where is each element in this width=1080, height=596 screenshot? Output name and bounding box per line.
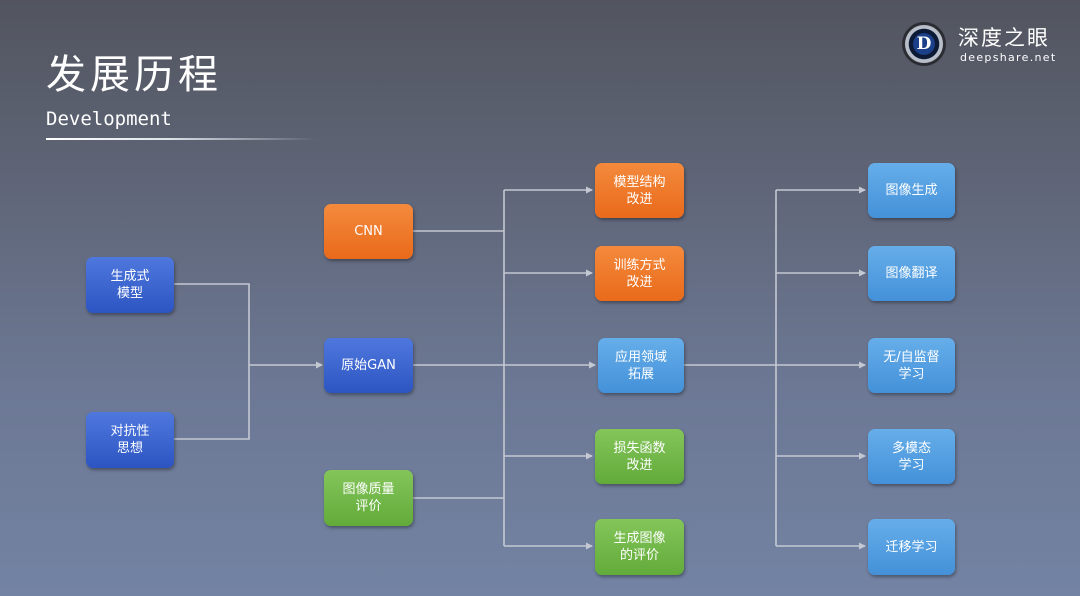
page-subtitle: Development [46, 108, 172, 130]
node-image-quality-eval[interactable]: 图像质量 评价 [324, 470, 413, 526]
node-original-gan[interactable]: 原始GAN [324, 338, 413, 393]
logo-letter: D [916, 34, 932, 54]
node-application-domain[interactable]: 应用领域 拓展 [598, 338, 684, 393]
eye-logo-icon: D [902, 22, 946, 66]
connector-adversarial-idea [174, 365, 250, 440]
node-image-generation[interactable]: 图像生成 [868, 163, 955, 218]
node-loss-function[interactable]: 损失函数 改进 [595, 429, 684, 484]
logo-name: 深度之眼 [958, 26, 1050, 50]
node-image-translation[interactable]: 图像翻译 [868, 246, 955, 301]
connector-generative-model [174, 283, 250, 365]
node-cnn[interactable]: CNN [324, 204, 413, 259]
node-training-method[interactable]: 训练方式 改进 [595, 246, 684, 301]
node-adversarial-idea[interactable]: 对抗性 思想 [86, 412, 174, 468]
node-model-structure[interactable]: 模型结构 改进 [595, 163, 684, 218]
node-un-self-supervised[interactable]: 无/自监督 学习 [868, 338, 955, 393]
node-generative-model[interactable]: 生成式 模型 [86, 257, 174, 313]
title-underline [46, 138, 316, 140]
node-multimodal[interactable]: 多模态 学习 [868, 429, 955, 484]
page-title: 发展历程 [46, 52, 222, 98]
node-transfer-learning[interactable]: 迁移学习 [868, 519, 955, 575]
brand-logo: D 深度之眼 deepshare.net [902, 20, 1062, 72]
node-generated-image-eval[interactable]: 生成图像 的评价 [595, 519, 684, 575]
logo-url: deepshare.net [960, 51, 1057, 64]
